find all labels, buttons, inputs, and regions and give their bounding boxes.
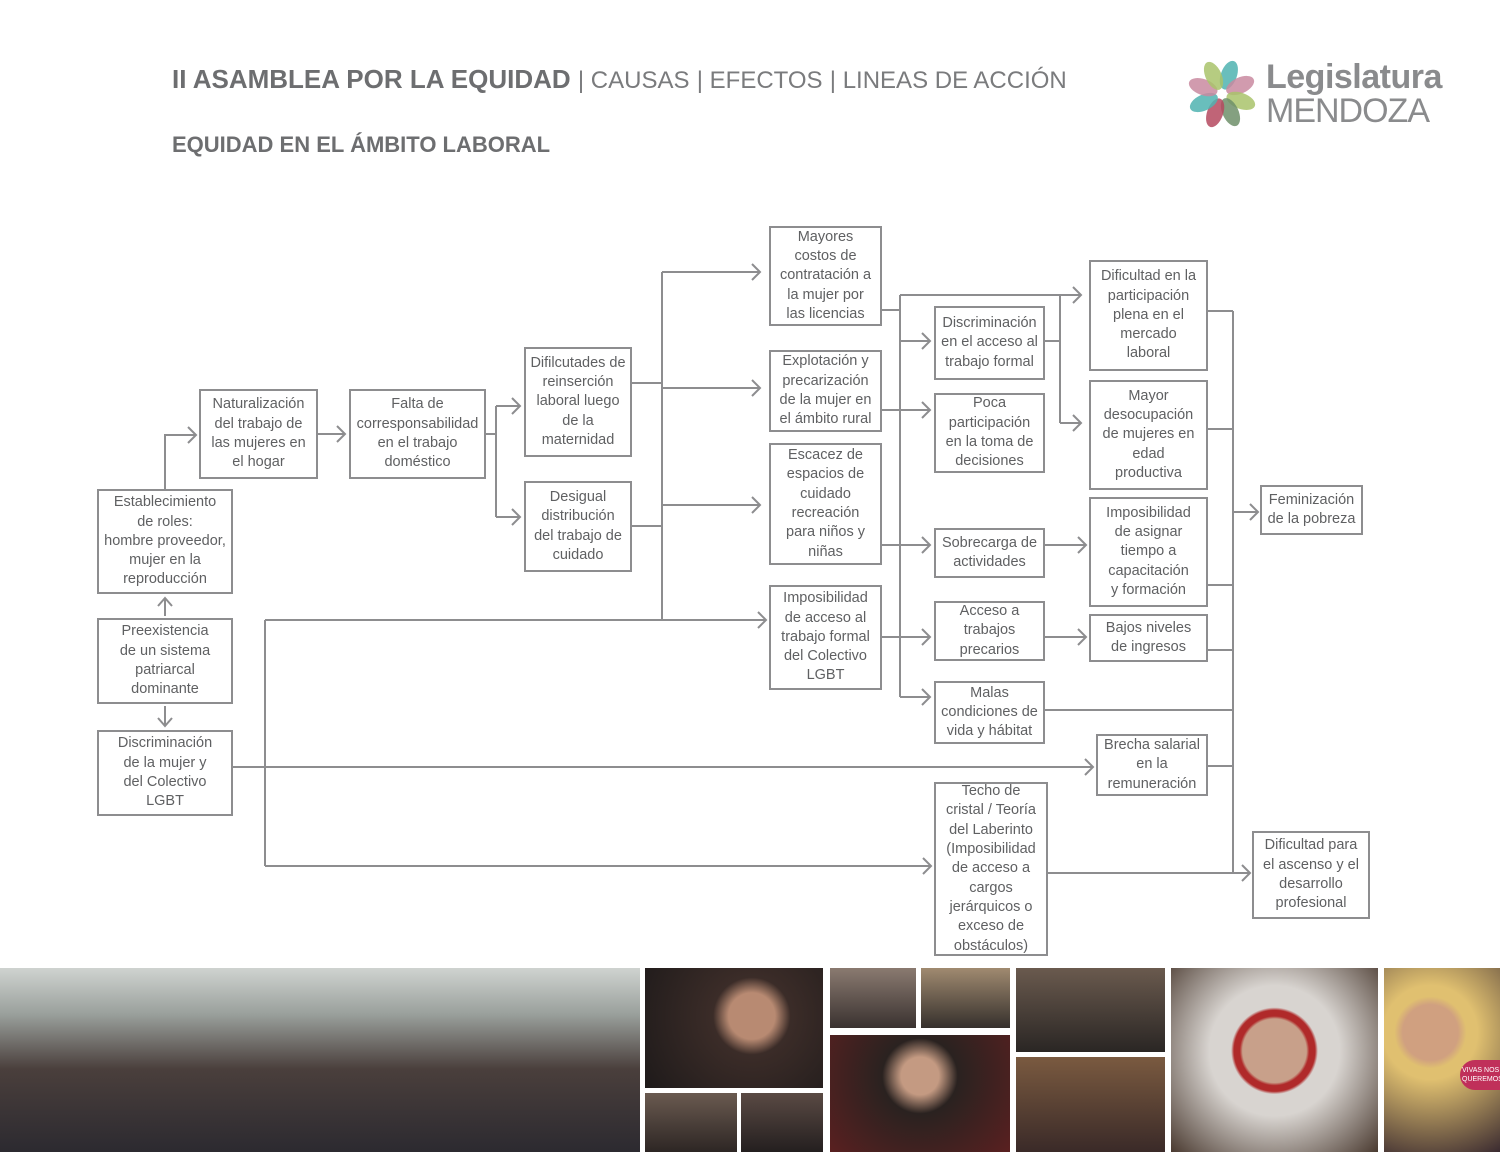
arrow-head-icon — [157, 596, 173, 607]
photo-session-3 — [1016, 1057, 1165, 1152]
box-dificultad-ascenso: Dificultad para el ascenso y el desarrol… — [1252, 831, 1370, 919]
photo-speaker-3 — [921, 968, 1010, 1028]
arrow-head-icon — [187, 426, 198, 444]
flower-logo-icon — [1188, 60, 1256, 128]
photo-session-2 — [741, 1093, 823, 1152]
box-dificultades: Difilcutades de reinserción laboral lueg… — [524, 347, 632, 457]
connector — [164, 434, 196, 489]
arrow-head-icon — [1084, 758, 1095, 776]
arrow-head-icon — [757, 611, 768, 629]
arrow-head-icon — [511, 508, 522, 526]
box-dificultad-participacion: Dificultad en la participación plena en … — [1089, 260, 1208, 371]
sign-text: VIVAS NOS QUEREMOS — [1460, 1060, 1500, 1090]
arrow-head-icon — [1249, 503, 1260, 521]
arrow-head-icon — [921, 536, 932, 554]
logo-line2: MENDOZA — [1266, 92, 1430, 130]
arrow-head-icon — [921, 688, 932, 706]
arrow-head-icon — [1077, 536, 1088, 554]
arrow-head-icon — [921, 628, 932, 646]
page-subtitle: EQUIDAD EN EL ÁMBITO LABORAL — [172, 132, 551, 157]
arrow-head-icon — [921, 401, 932, 419]
photo-speaker-6 — [1171, 968, 1378, 1152]
logo-petal — [1189, 92, 1218, 113]
arrow-head-icon — [157, 717, 173, 728]
box-poca: Poca participación en la toma de decisio… — [934, 393, 1045, 473]
arrow-head-icon — [751, 263, 762, 281]
arrow-head-icon — [511, 397, 522, 415]
nav-lineas-accion[interactable]: | LINEAS DE ACCIÓN — [829, 67, 1067, 94]
box-imposibilidad-lgbt: Imposibilidad de acceso al trabajo forma… — [769, 585, 882, 690]
box-naturalizacion: Naturalización del trabajo de las mujere… — [199, 389, 318, 479]
photo-speaker-1 — [645, 968, 823, 1088]
logo-petal — [1220, 98, 1241, 127]
logo-petal — [1203, 61, 1224, 90]
box-sobrecarga: Sobrecarga de actividades — [934, 528, 1045, 578]
box-desigual: Desigual distribución del trabajo de cui… — [524, 481, 632, 572]
arrow-head-icon — [336, 425, 347, 443]
arrow-head-icon — [751, 496, 762, 514]
box-explotacion: Explotación y precarización de la mujer … — [769, 350, 882, 432]
legislatura-logo: Legislatura MENDOZA — [1184, 56, 1444, 136]
arrow-head-icon — [751, 379, 762, 397]
box-establecimiento: Establecimiento de roles: hombre proveed… — [97, 489, 233, 594]
box-techo: Techo de cristal / Teoría del Laberinto … — [934, 782, 1048, 956]
box-mayor-desocupacion: Mayor desocupación de mujeres en edad pr… — [1089, 380, 1208, 490]
box-brecha: Brecha salarial en la remuneración — [1096, 734, 1208, 796]
photo-group-assembly — [0, 968, 640, 1152]
arrow-head-icon — [922, 857, 933, 875]
box-escacez: Escacez de espacios de cuidado recreació… — [769, 443, 882, 565]
page-title: II ASAMBLEA POR LA EQUIDAD — [172, 64, 571, 94]
photo-strip: VIVAS NOS QUEREMOS — [0, 968, 1500, 1152]
arrow-head-icon — [1077, 628, 1088, 646]
logo-line1: Legislatura — [1266, 58, 1442, 96]
header: II ASAMBLEA POR LA EQUIDAD | CAUSAS | EF… — [172, 64, 1067, 95]
box-imposibilidad-asignar: Imposibilidad de asignar tiempo a capaci… — [1089, 497, 1208, 607]
arrow-head-icon — [921, 332, 932, 350]
photo-speaker-2 — [830, 968, 916, 1028]
photo-speaker-4 — [830, 1035, 1010, 1152]
photo-session-1 — [645, 1093, 737, 1152]
box-preexistencia: Preexistencia de un sistema patriarcal d… — [97, 618, 233, 704]
photo-speaker-5 — [1016, 968, 1165, 1052]
box-bajos: Bajos niveles de ingresos — [1089, 614, 1208, 662]
box-acceso-precarios: Acceso a trabajos precarios — [934, 601, 1045, 661]
arrow-head-icon — [1241, 864, 1252, 882]
nav-causas[interactable]: | CAUSAS — [577, 67, 690, 94]
logo-petal — [1226, 75, 1255, 96]
nav-efectos[interactable]: | EFECTOS — [696, 67, 823, 94]
box-discriminacion-mujer: Discriminación de la mujer y del Colecti… — [97, 730, 233, 816]
arrow-head-icon — [1072, 414, 1083, 432]
box-falta: Falta de corresponsabilidad en el trabaj… — [349, 389, 486, 479]
box-feminizacion: Feminización de la pobreza — [1260, 485, 1363, 535]
box-mayores-costos: Mayores costos de contratación a la muje… — [769, 226, 882, 326]
box-malas: Malas condiciones de vida y hábitat — [934, 681, 1045, 744]
photo-speaker-7: VIVAS NOS QUEREMOS — [1384, 968, 1500, 1152]
box-discriminacion-acceso: Discriminación en el acceso al trabajo f… — [934, 306, 1045, 380]
connector-lines — [157, 263, 1260, 882]
arrow-head-icon — [1072, 286, 1083, 304]
